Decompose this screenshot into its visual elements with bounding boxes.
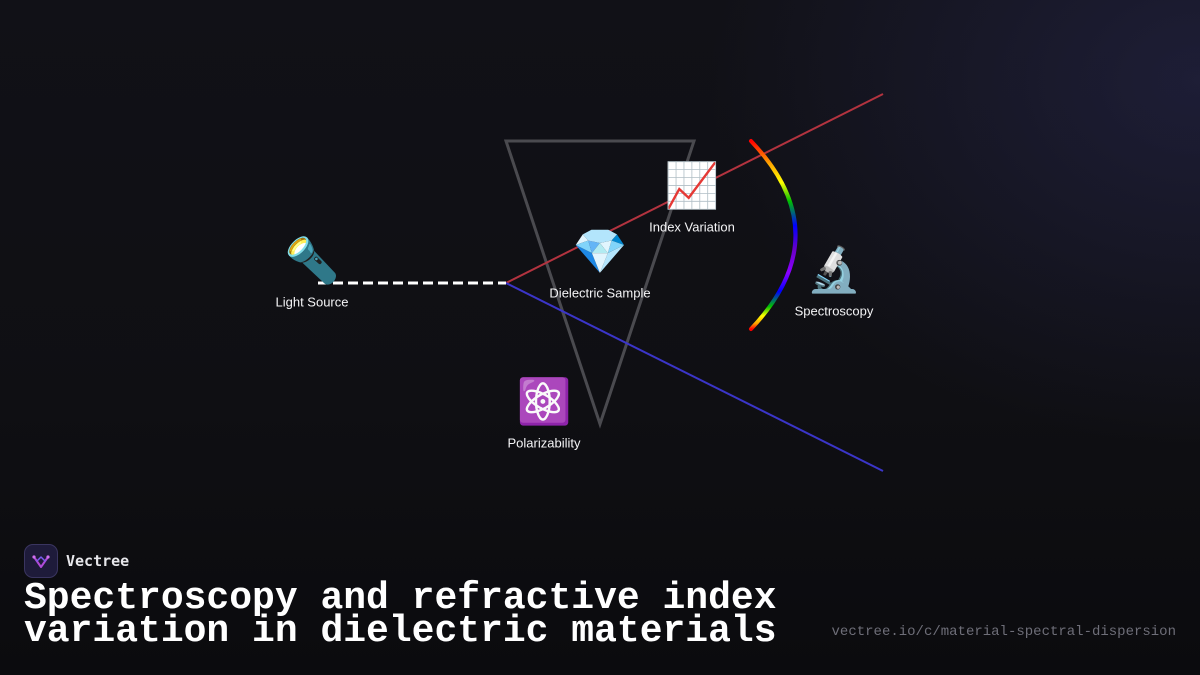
node-label: Dielectric Sample bbox=[549, 285, 651, 301]
chart-increasing-icon: 📈 bbox=[664, 161, 720, 211]
blue-refracted-ray bbox=[505, 282, 884, 472]
brand-name: Vectree bbox=[66, 552, 130, 570]
node-label: Light Source bbox=[275, 294, 349, 310]
source-url[interactable]: vectree.io/c/material-spectral-dispersio… bbox=[831, 624, 1176, 640]
red-refracted-ray bbox=[505, 93, 884, 284]
vectree-logo-icon bbox=[24, 544, 58, 578]
node-dielectric-sample: 💎 Dielectric Sample bbox=[549, 228, 650, 301]
flashlight-icon: 🔦 bbox=[284, 236, 340, 286]
prism-outline bbox=[503, 139, 697, 429]
spectrum-arc bbox=[749, 139, 798, 331]
brand: Vectree bbox=[24, 544, 129, 578]
atom-icon: ⚛️ bbox=[516, 377, 572, 427]
node-polarizability: ⚛️ Polarizability bbox=[508, 378, 581, 451]
page-title: Spectroscopy and refractive index variat… bbox=[24, 577, 777, 653]
node-spectroscopy: 🔬 Spectroscopy bbox=[795, 246, 874, 319]
node-light-source: 🔦 Light Source bbox=[276, 237, 349, 310]
node-label: Polarizability bbox=[507, 435, 581, 451]
node-label: Index Variation bbox=[649, 219, 735, 235]
gem-icon: 💎 bbox=[572, 227, 628, 277]
microscope-icon: 🔬 bbox=[806, 245, 862, 295]
node-index-variation: 📈 Index Variation bbox=[649, 162, 735, 235]
node-label: Spectroscopy bbox=[794, 303, 874, 319]
